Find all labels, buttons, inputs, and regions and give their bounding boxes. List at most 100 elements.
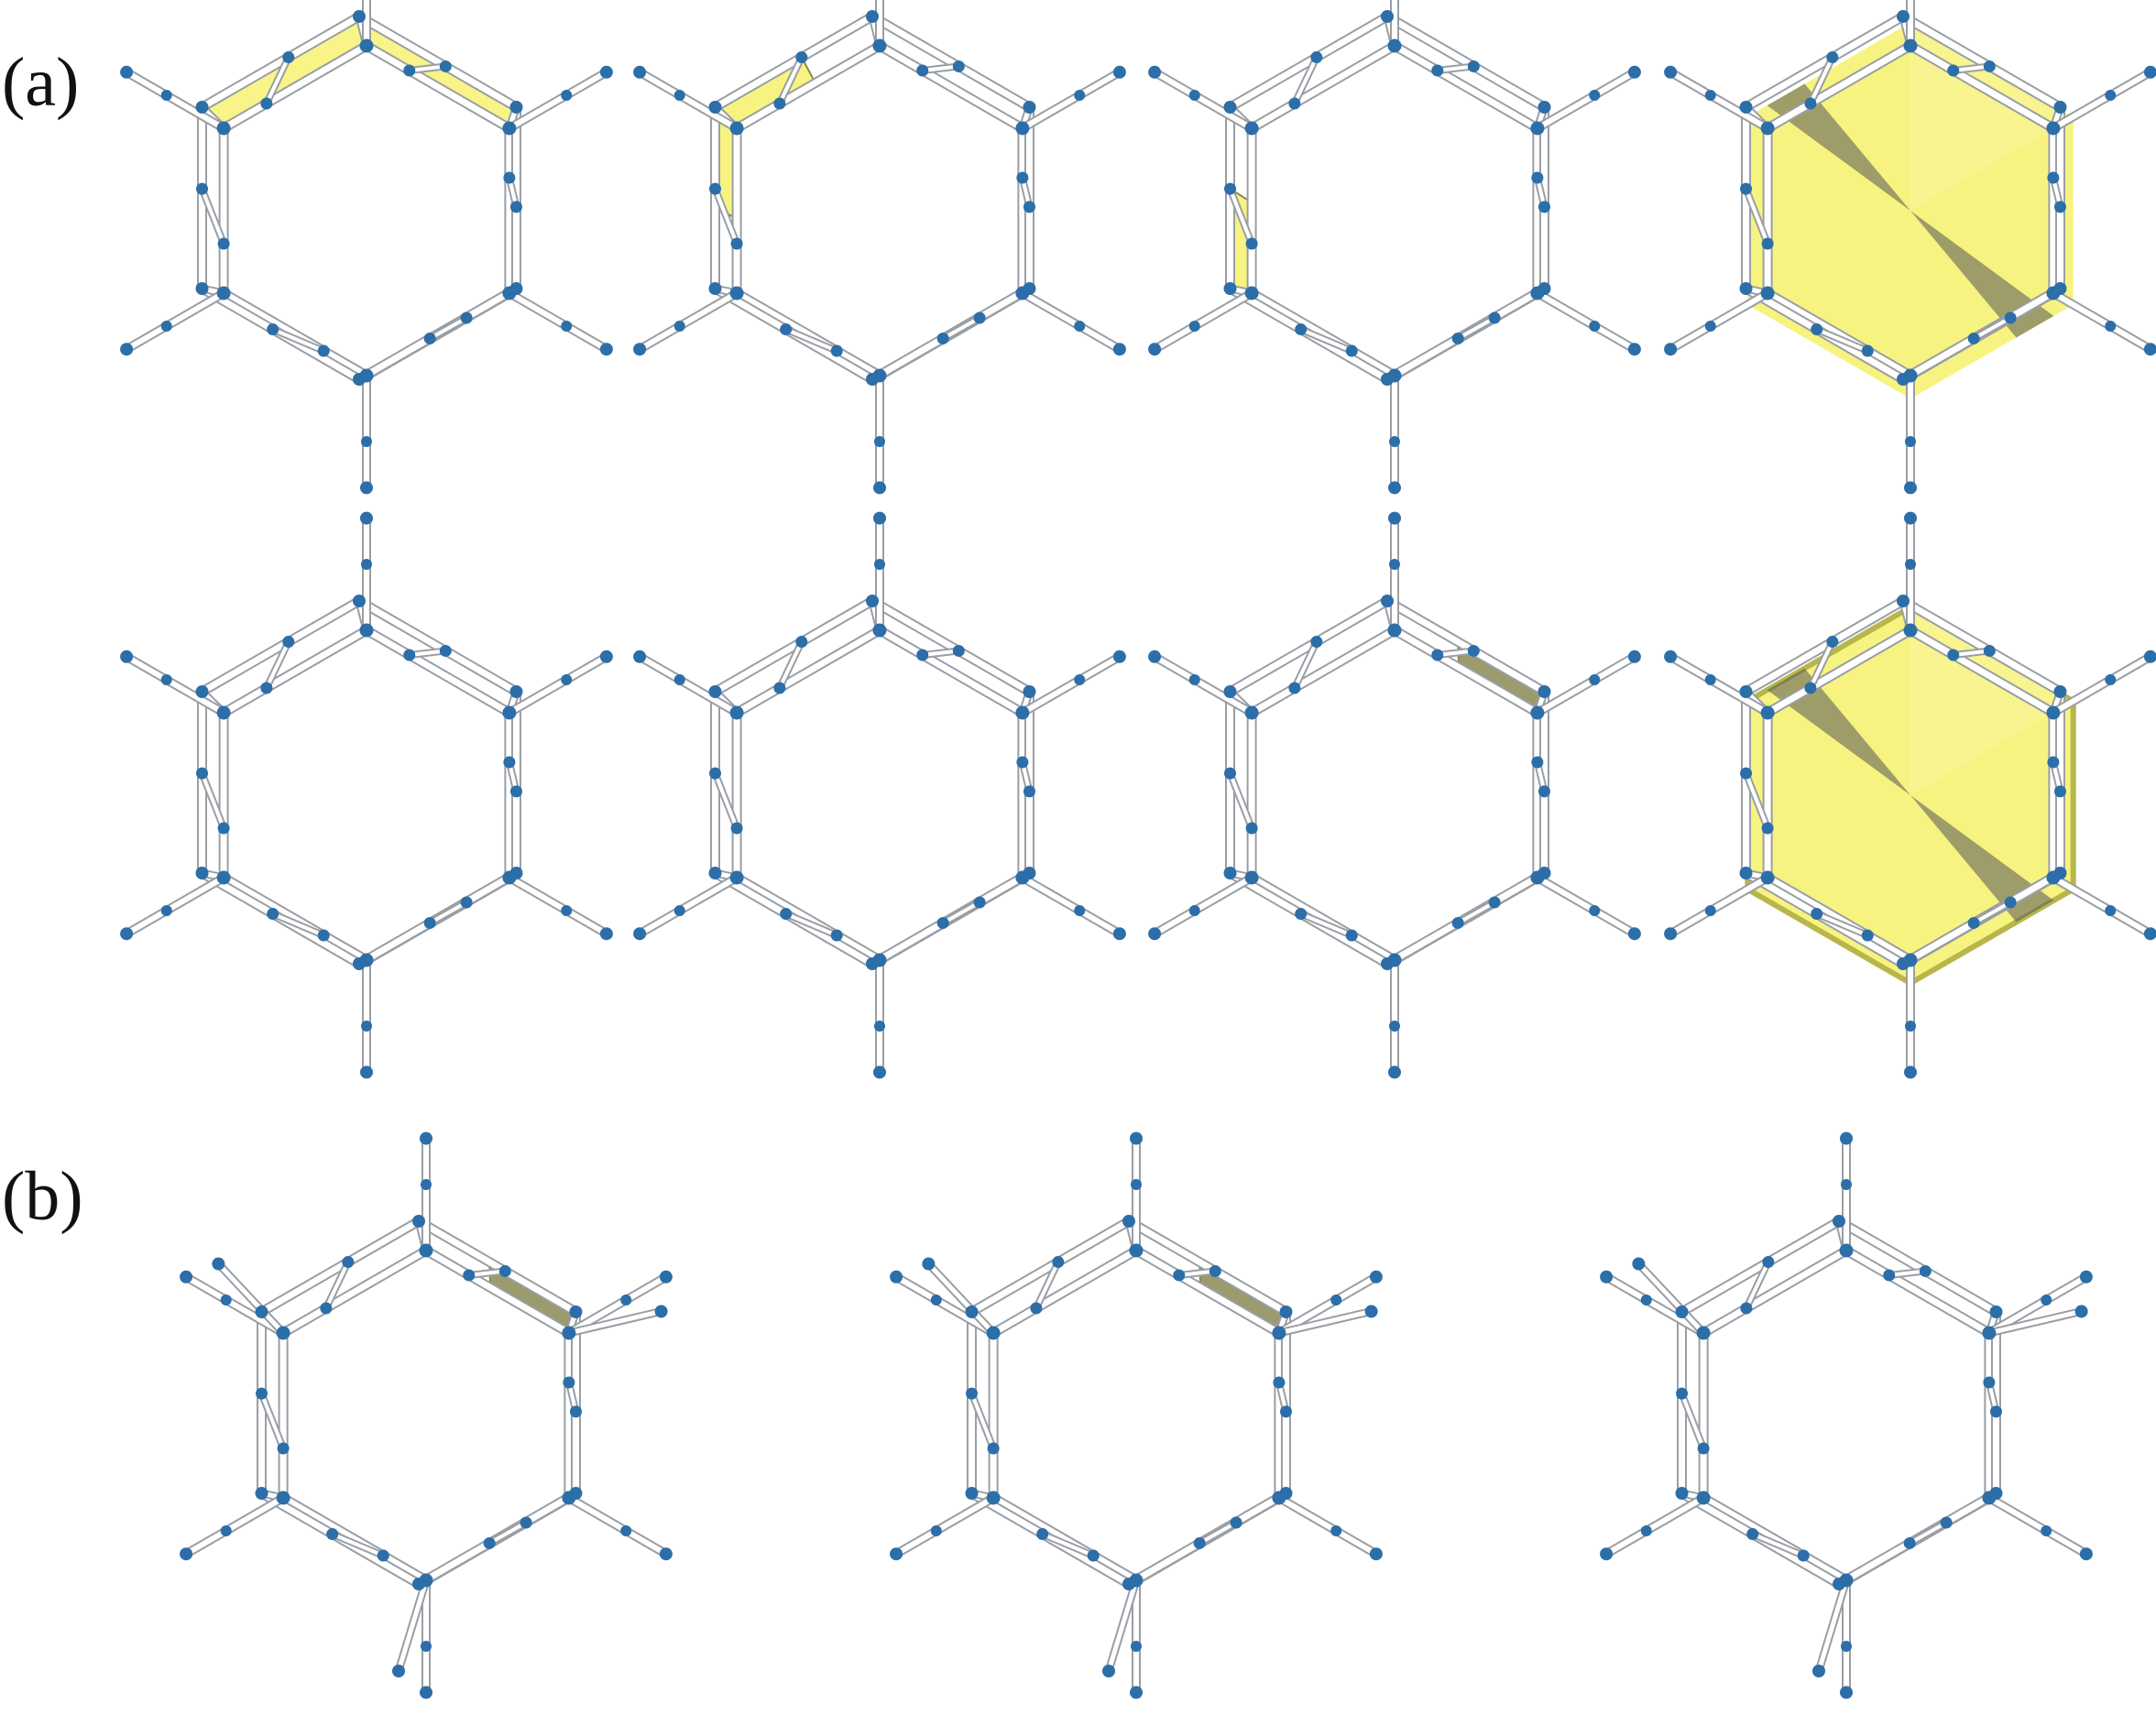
bond xyxy=(941,901,982,925)
atom xyxy=(1740,182,1753,195)
atom xyxy=(460,311,473,324)
atom xyxy=(1861,344,1874,357)
atom xyxy=(2079,1547,2093,1561)
atom xyxy=(1224,182,1237,195)
atom xyxy=(1538,785,1550,798)
atom xyxy=(1897,595,1910,607)
atom xyxy=(255,1487,268,1500)
bond xyxy=(258,1218,422,1316)
bond xyxy=(2050,290,2153,353)
bond xyxy=(783,912,839,937)
cage-a-1-3 xyxy=(1664,511,2156,1079)
bond xyxy=(876,627,1026,716)
atom xyxy=(2041,1525,2052,1536)
atom xyxy=(620,1294,632,1305)
atom xyxy=(2046,705,2061,720)
bond xyxy=(1744,771,1770,830)
bond xyxy=(1292,55,1319,105)
bond xyxy=(1668,653,1771,715)
atom xyxy=(463,1269,476,1282)
atom xyxy=(873,481,886,495)
bond xyxy=(396,1578,429,1674)
bond xyxy=(1907,42,2057,132)
atom xyxy=(195,867,209,879)
atom xyxy=(509,867,523,879)
atom xyxy=(1904,481,1917,495)
atom xyxy=(1023,101,1036,114)
atom xyxy=(965,1305,979,1318)
bond xyxy=(893,1273,997,1336)
atom xyxy=(216,121,231,136)
atom xyxy=(633,650,647,663)
bond xyxy=(1384,597,1548,695)
atom xyxy=(1861,929,1874,942)
bond xyxy=(1743,597,1907,695)
bond xyxy=(1228,187,1254,246)
atom xyxy=(1905,1021,1916,1032)
atom xyxy=(1760,705,1775,720)
atom xyxy=(160,321,172,332)
atom xyxy=(1223,282,1237,295)
bond xyxy=(1298,912,1354,937)
atom xyxy=(1130,1686,1143,1699)
atom xyxy=(872,38,887,53)
atom xyxy=(1833,1215,1845,1228)
bond xyxy=(1275,1495,1379,1557)
atom xyxy=(360,511,373,525)
atom xyxy=(2143,343,2156,356)
atom xyxy=(1245,822,1258,835)
atom xyxy=(936,916,949,929)
atom xyxy=(916,64,929,77)
atom xyxy=(1947,649,1960,661)
atom xyxy=(1983,644,1996,657)
atom xyxy=(2053,282,2067,295)
atom xyxy=(673,674,685,685)
atom xyxy=(986,1491,1001,1505)
bond xyxy=(220,627,370,716)
atom xyxy=(936,332,949,344)
atom xyxy=(1589,90,1601,101)
atom xyxy=(421,1179,432,1190)
bond xyxy=(713,771,739,830)
bond xyxy=(990,1494,1140,1584)
atom xyxy=(1664,927,1678,941)
bond xyxy=(1636,1262,1706,1336)
bond xyxy=(733,289,883,379)
bond xyxy=(1700,1247,1850,1337)
bond xyxy=(220,289,370,379)
atom xyxy=(509,282,523,295)
bond xyxy=(1951,649,1992,657)
bond xyxy=(2050,875,2153,937)
atom xyxy=(1627,343,1641,356)
atom xyxy=(503,756,516,769)
atom xyxy=(1389,1021,1400,1032)
atom xyxy=(1589,905,1601,916)
cage-a-0-2 xyxy=(1148,0,1641,495)
atom xyxy=(1387,38,1402,53)
atom xyxy=(353,595,366,607)
cage-b-0 xyxy=(180,1131,673,1699)
atom xyxy=(220,1294,232,1305)
atom xyxy=(708,867,722,879)
bond xyxy=(270,327,326,353)
atom xyxy=(1209,1264,1221,1277)
bond xyxy=(2050,653,2153,715)
atom xyxy=(502,121,517,136)
atom xyxy=(1389,559,1400,570)
atom xyxy=(1173,1269,1186,1282)
atom xyxy=(196,767,209,780)
atom xyxy=(1989,1405,2002,1418)
bond xyxy=(1152,875,1255,937)
bond xyxy=(356,597,520,695)
atom xyxy=(2105,674,2117,685)
bond xyxy=(183,1495,287,1557)
cage-a-1-0 xyxy=(120,511,613,1079)
atom xyxy=(633,927,647,941)
atom xyxy=(830,344,843,357)
bond xyxy=(713,187,739,246)
atom xyxy=(1381,10,1394,23)
bond xyxy=(1808,639,1834,690)
bond xyxy=(733,874,883,964)
atom xyxy=(1369,1547,1383,1561)
